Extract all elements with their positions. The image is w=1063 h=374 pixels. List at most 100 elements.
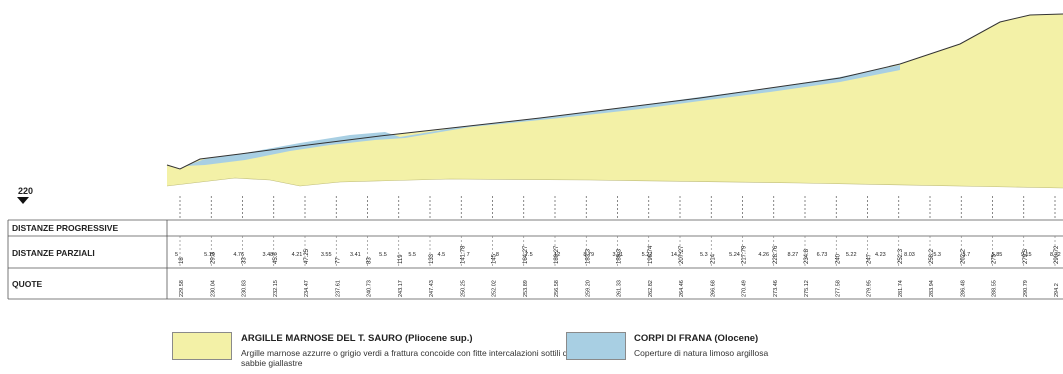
progressive-distance-label: 33	[242, 257, 248, 264]
elevation-label: 256.58	[554, 280, 560, 297]
progressive-distance-label: 228.76	[773, 245, 779, 264]
partial-distance-label: 4.5	[438, 252, 446, 258]
partial-distance-label: 8.27	[788, 252, 799, 258]
row-header-elevations: QUOTE	[12, 279, 43, 289]
partial-distance-label: 3.48	[263, 252, 274, 258]
elevation-label: 250.25	[460, 280, 466, 297]
progressive-distance-label: 275	[992, 253, 998, 264]
legend-title-landslide: CORPI DI FRANA (Olocene)	[634, 333, 759, 344]
progressive-distance-label: 262.2	[960, 248, 966, 264]
legend-desc-landslide: Coperture di natura limoso argillosa	[634, 348, 769, 358]
partial-distance-label: 7	[467, 252, 470, 258]
elevation-label: 294.2	[1054, 283, 1060, 297]
landslide-body-area	[185, 65, 900, 166]
clay-formation-area	[167, 14, 1063, 188]
terrain-profile-line	[166, 13, 1063, 170]
elevation-label: 281.74	[898, 280, 904, 297]
elevation-label: 261.33	[617, 280, 623, 297]
row-header-progressive: DISTANZE PROGRESSIVE	[12, 223, 118, 233]
partial-distance-label: 5	[175, 252, 178, 258]
progressive-distance-label: 133	[429, 253, 435, 264]
partial-distance-label: 3.55	[321, 252, 332, 258]
partial-distance-label: 3.21	[613, 252, 624, 258]
partial-distance-label: 5.3	[700, 252, 708, 258]
partial-distance-label: 5.3	[933, 252, 941, 258]
elevation-label: 266.68	[710, 280, 716, 297]
partial-distance-label: 4.76	[233, 252, 244, 258]
elevation-label: 262.82	[648, 280, 654, 297]
elevation-label: 264.46	[679, 280, 685, 297]
elevation-label: 279.95	[867, 280, 873, 297]
partial-distance-label: 5.5	[379, 252, 387, 258]
progressive-distance-label: 196.74	[648, 245, 654, 264]
progressive-distance-label: 77	[335, 257, 341, 264]
row-header-partial: DISTANZE PARZIALI	[12, 248, 95, 258]
progressive-distance-label: 141.78	[460, 245, 466, 264]
elevation-label: 259.20	[585, 280, 591, 297]
elevation-label: 229.58	[179, 280, 185, 297]
partial-distance-label: 5.27	[642, 252, 653, 258]
partial-distance-label: 5.19	[204, 252, 215, 258]
partial-distance-label: 3.41	[350, 252, 361, 258]
elevation-label: 237.61	[335, 280, 341, 297]
elevation-label: 277.58	[835, 280, 841, 297]
partial-distance-label: 5.5	[408, 252, 416, 258]
progressive-distance-label: 180.27	[554, 245, 560, 264]
elevation-label: 290.79	[1023, 280, 1029, 297]
legend-swatch-clay	[172, 332, 232, 360]
progressive-distance-label: 145	[492, 253, 498, 264]
partial-distance-label: 5.7	[963, 252, 971, 258]
elevation-label: 247.43	[429, 280, 435, 297]
legend-swatch-landslide	[566, 332, 626, 360]
station-ticks-table	[179, 236, 1056, 266]
partial-distance-label: 5.22	[846, 252, 857, 258]
progressive-distance-label: 240	[835, 253, 841, 264]
partial-distance-label: 7.5	[525, 252, 533, 258]
elevation-label: 230.04	[210, 280, 216, 297]
progressive-distance-label: 83	[367, 257, 373, 264]
progressive-distance-label: 45.6	[273, 252, 279, 264]
partial-distance-label: 4.23	[875, 252, 886, 258]
progressive-distance-label: 188.3	[617, 248, 623, 264]
elevation-label: 253.89	[523, 280, 529, 297]
partial-distance-label: 5.24	[729, 252, 740, 258]
legend-desc-clay: Argille marnose azzurre o grigio verdi a…	[241, 348, 570, 368]
elevation-label: 232.15	[273, 280, 279, 297]
partial-distance-label: 8	[496, 252, 499, 258]
progressive-distance-label: 252.3	[898, 248, 904, 264]
data-table-grid	[7, 219, 1063, 300]
progressive-distance-label: 279.5	[1023, 248, 1029, 264]
elevation-label: 270.49	[742, 280, 748, 297]
progressive-distance-label: 234.8	[804, 248, 810, 264]
partial-distance-label: 5.85	[992, 252, 1003, 258]
partial-distance-label: 14.7	[671, 252, 682, 258]
progressive-distance-label: 214	[710, 253, 716, 264]
partial-distance-label: 4.21	[292, 252, 303, 258]
partial-distance-label: 8.03	[904, 252, 915, 258]
progressive-distance-label: 119	[398, 254, 404, 264]
partial-distance-label: 4.26	[758, 252, 769, 258]
station-ticks-top	[179, 196, 1056, 218]
partial-distance-labels: 5 5.19 4.76 3.48 4.21 3.55 3.41 5.5 5.5 4.5 7 8 7.5 1…	[175, 252, 1061, 258]
elevation-label: 243.17	[398, 280, 404, 297]
reference-elevation-label: 220	[18, 186, 34, 196]
elevation-label: 286.48	[960, 280, 966, 297]
elevation-label: 230.83	[242, 280, 248, 297]
progressive-distance-label: 47.25	[304, 248, 310, 264]
progressive-distance-label: 290.72	[1054, 245, 1060, 264]
partial-distance-label: 8.79	[583, 252, 594, 258]
elevation-label: 275.12	[804, 280, 810, 297]
progressive-distance-label: 207.27	[679, 245, 685, 264]
elevation-label: 288.55	[992, 280, 998, 297]
progressive-distance-label: 18	[179, 257, 185, 264]
legend-title-clay: ARGILLE MARNOSE DEL T. SAURO (Pliocene s…	[241, 333, 473, 344]
elevation-label: 283.94	[929, 280, 935, 297]
progressive-distance-label: 258.2	[929, 248, 935, 264]
progressive-distance-label: 247	[867, 253, 873, 264]
geological-section: DISTANZE PROGRESSIVE DISTANZE PARZIALI Q…	[7, 13, 1063, 300]
progressive-distance-label: 29.3	[210, 252, 216, 264]
partial-distance-label: 8.72	[1050, 252, 1061, 258]
clay-base-line	[166, 177, 1063, 189]
